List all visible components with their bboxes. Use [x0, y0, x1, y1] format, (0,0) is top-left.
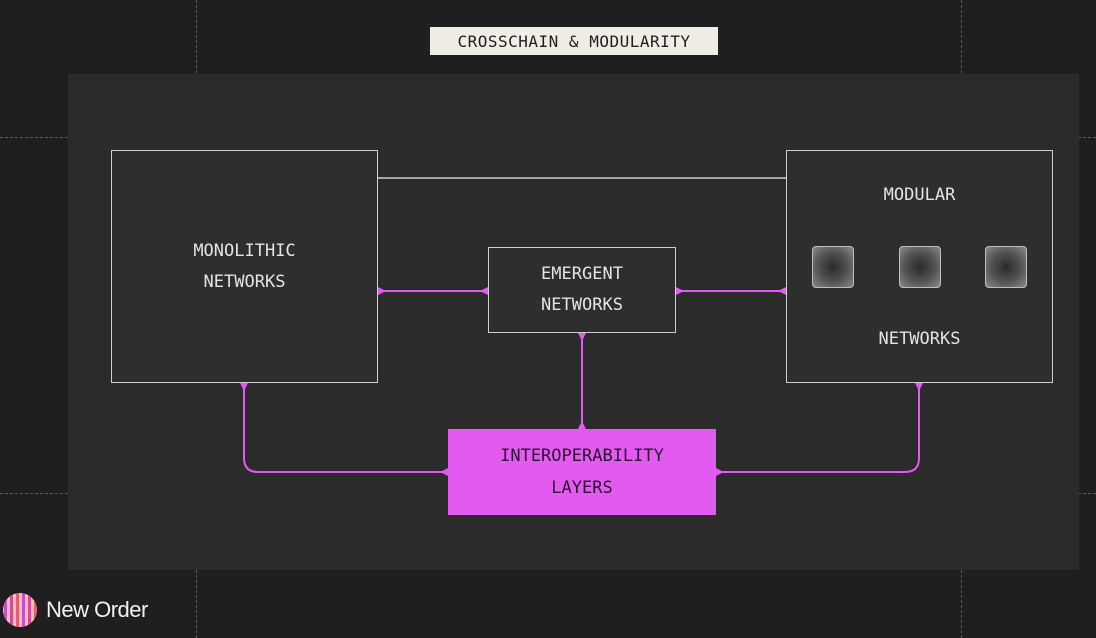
- brand-logo: New Order: [2, 592, 148, 628]
- diagram-title: CROSSCHAIN & MODULARITY: [430, 27, 718, 55]
- module-chip-icon: [985, 246, 1027, 288]
- module-chip-icon: [899, 246, 941, 288]
- modular-networks-box: MODULAR NETWORKS: [786, 150, 1053, 383]
- modular-label-bottom: NETWORKS: [878, 329, 961, 349]
- emergent-networks-box: EMERGENT NETWORKS: [488, 247, 676, 333]
- emergent-label-line2: NETWORKS: [541, 295, 623, 315]
- monolithic-networks-box: MONOLITHIC NETWORKS: [111, 150, 378, 383]
- module-chip-icon: [812, 246, 854, 288]
- monolithic-label-line1: MONOLITHIC: [193, 240, 296, 261]
- new-order-logo-icon: [3, 593, 37, 627]
- interop-label-line1: INTEROPERABILITY: [500, 446, 664, 466]
- monolithic-label-line2: NETWORKS: [203, 271, 286, 292]
- brand-name: New Order: [46, 597, 148, 622]
- modular-label-top: MODULAR: [883, 185, 956, 205]
- interop-label-line2: LAYERS: [551, 478, 613, 498]
- emergent-label-line1: EMERGENT: [541, 264, 623, 284]
- interoperability-layers-box: INTEROPERABILITY LAYERS: [448, 429, 716, 515]
